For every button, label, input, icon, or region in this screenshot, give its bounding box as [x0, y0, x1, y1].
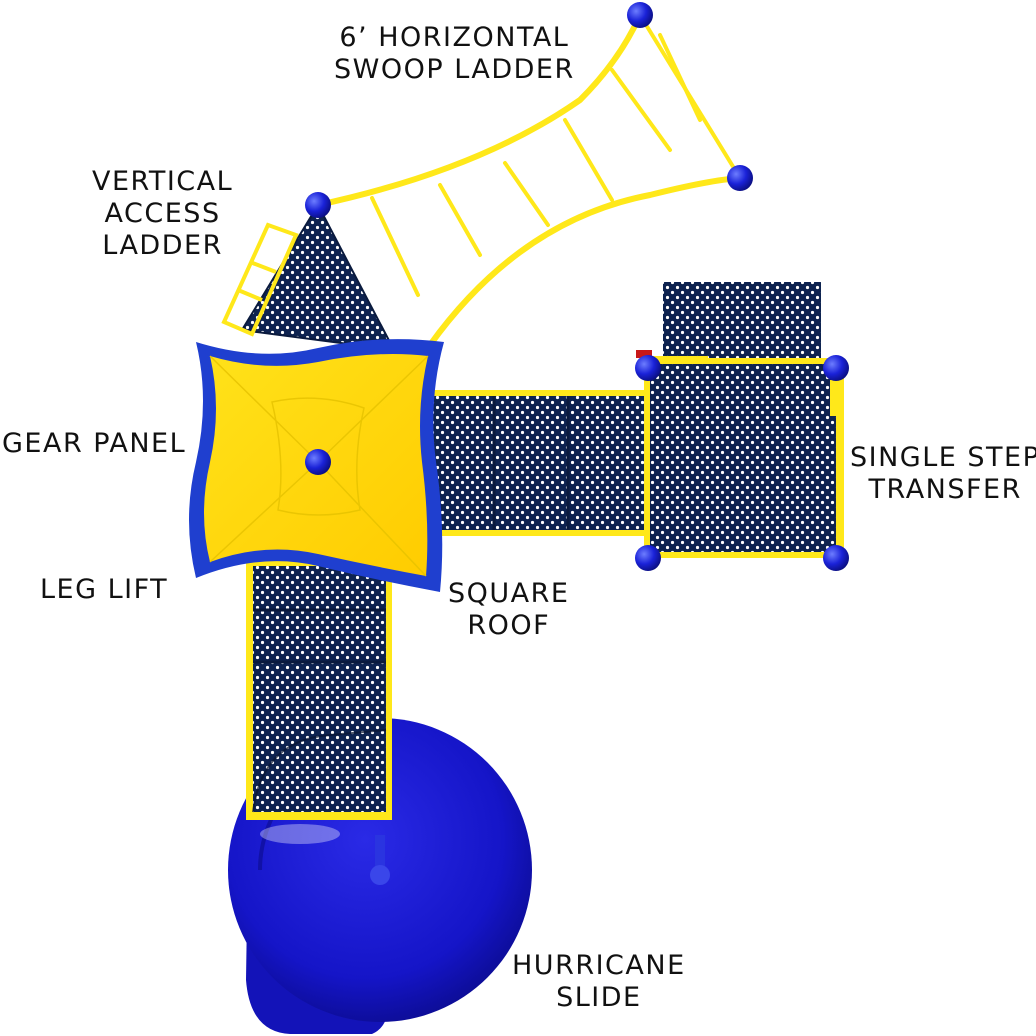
transfer-step	[663, 282, 821, 364]
label-line: ACCESS	[104, 198, 221, 229]
label-square-roof: SQUARE ROOF	[448, 578, 569, 642]
handhold-marker	[636, 350, 652, 358]
label-line: SWOOP LADDER	[334, 54, 575, 85]
label-line: SINGLE STEP	[850, 442, 1036, 473]
label-line: SQUARE	[448, 578, 570, 609]
post-cap	[635, 355, 661, 381]
post-cap	[727, 165, 753, 191]
label-swoop-ladder: 6’ HORIZONTAL SWOOP LADDER	[334, 22, 575, 86]
label-hurricane-slide: HURRICANE SLIDE	[512, 950, 686, 1014]
leg-lift-deck	[246, 560, 392, 820]
transfer-deck-floor	[650, 364, 836, 552]
label-single-step-transfer: SINGLE STEP TRANSFER	[850, 442, 1036, 506]
swoop-ladder	[315, 12, 743, 348]
transfer-platform	[636, 282, 844, 558]
post-cap	[823, 545, 849, 571]
swoop-rail-right	[427, 175, 743, 348]
swoop-rail-left	[315, 12, 643, 208]
label-vertical-access-ladder: VERTICAL ACCESS LADDER	[92, 166, 233, 262]
post-cap	[305, 192, 331, 218]
yellow-posts	[648, 356, 836, 558]
label-line: VERTICAL	[92, 166, 234, 197]
post-cap	[627, 2, 653, 28]
label-leg-lift: LEG LIFT	[40, 574, 168, 606]
label-gear-panel: GEAR PANEL	[2, 428, 186, 460]
post-cap	[823, 355, 849, 381]
label-line: GEAR PANEL	[2, 428, 187, 459]
label-line: 6’ HORIZONTAL	[339, 22, 570, 53]
label-line: LEG LIFT	[40, 574, 169, 605]
label-line: LADDER	[102, 230, 223, 261]
swoop-rungs	[370, 33, 702, 297]
vertical-access-ladder	[221, 222, 299, 337]
label-line: TRANSFER	[868, 474, 1022, 505]
deck-perforated-floor	[253, 566, 386, 812]
post-cap	[635, 545, 661, 571]
post-caps	[305, 2, 849, 571]
label-line: SLIDE	[556, 982, 642, 1013]
triangle-deck	[240, 202, 396, 352]
walkway-deck	[420, 390, 652, 536]
post-cap	[305, 449, 331, 475]
walkway-perforated-floor	[426, 396, 646, 530]
label-line: ROOF	[467, 610, 551, 641]
label-line: HURRICANE	[512, 950, 686, 981]
